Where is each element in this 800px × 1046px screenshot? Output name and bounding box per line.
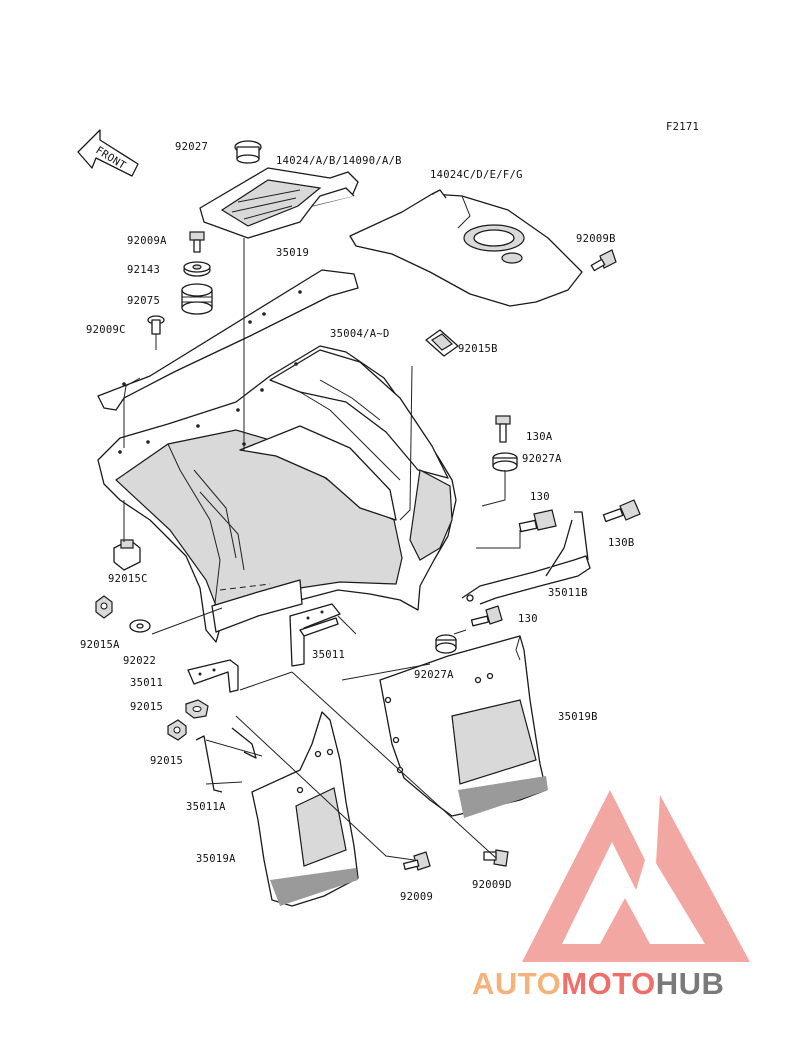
label-92009d: 92009D bbox=[472, 879, 512, 891]
cap-92027-part bbox=[234, 140, 262, 164]
label-14024: 14024/A/B/14090/A/B bbox=[276, 155, 402, 167]
watermark-auto: AUTO bbox=[472, 966, 561, 1001]
mudflap-35019b-part bbox=[379, 635, 548, 818]
front-direction-arrow: FRONT bbox=[77, 129, 139, 177]
bolt-92009a-part bbox=[189, 231, 205, 253]
right-cover-14024c-part bbox=[349, 189, 583, 307]
label-92027a: 92027A bbox=[414, 669, 454, 681]
leader-lines bbox=[123, 238, 521, 861]
label-35011: 35011 bbox=[312, 649, 345, 661]
screw-92009b-part bbox=[590, 249, 617, 272]
nut-92015b-part bbox=[425, 329, 459, 357]
figure-code: F2171 bbox=[666, 121, 699, 133]
bolt-130a-part bbox=[495, 415, 511, 443]
label-92015b: 92015B bbox=[458, 343, 498, 355]
nut-92015-second-part bbox=[167, 719, 187, 741]
bolt-130-part bbox=[518, 509, 557, 533]
screw-92009c-part bbox=[147, 315, 165, 335]
bracket-35011b-part bbox=[461, 511, 591, 605]
bracket-35019-part bbox=[97, 269, 359, 411]
label-130-second: 130 bbox=[518, 613, 538, 625]
washer-92027a-top-part bbox=[492, 452, 518, 472]
label-92143: 92143 bbox=[127, 264, 160, 276]
label-35019b: 35019B bbox=[558, 711, 598, 723]
screw-92009-part bbox=[403, 851, 431, 871]
label-92009c: 92009C bbox=[86, 324, 126, 336]
label-92015c: 92015C bbox=[108, 573, 148, 585]
washer-92143-part bbox=[183, 261, 211, 277]
part-labels: F2171 92027 14024/A/B/14090/A/B 14024C/D… bbox=[80, 121, 699, 903]
label-92015-second: 92015 bbox=[150, 755, 183, 767]
label-35011b: 35011B bbox=[548, 587, 588, 599]
watermark-hub: HUB bbox=[656, 966, 725, 1001]
automotohub-logo-mark bbox=[522, 790, 750, 962]
label-92027a-top: 92027A bbox=[522, 453, 562, 465]
label-35004: 35004/A~D bbox=[330, 328, 390, 340]
label-92009: 92009 bbox=[400, 891, 433, 903]
svg-text:AUTOMOTOHUB: AUTOMOTOHUB bbox=[472, 966, 724, 1001]
label-92022: 92022 bbox=[123, 655, 156, 667]
label-92027: 92027 bbox=[175, 141, 208, 153]
nut-92015-part bbox=[185, 699, 209, 719]
label-130a: 130A bbox=[526, 431, 553, 443]
bracket-35011-part bbox=[289, 603, 341, 667]
washer-92027a-part bbox=[435, 634, 457, 654]
automotohub-watermark: AUTOMOTOHUB bbox=[472, 966, 724, 1001]
label-130b: 130B bbox=[608, 537, 635, 549]
mudflap-35019a-part bbox=[251, 711, 359, 907]
bracket-35011-left-part bbox=[187, 659, 239, 693]
watermark-moto: MOTO bbox=[561, 966, 655, 1001]
label-35011a: 35011A bbox=[186, 801, 226, 813]
washer-92022-part bbox=[129, 619, 151, 633]
nut-92015a-part bbox=[95, 595, 113, 619]
bolt-130b-part bbox=[602, 499, 641, 523]
label-92009a: 92009A bbox=[127, 235, 167, 247]
screw-92009d-part bbox=[483, 849, 509, 867]
label-92009b: 92009B bbox=[576, 233, 616, 245]
label-92015: 92015 bbox=[130, 701, 163, 713]
label-35019a: 35019A bbox=[196, 853, 236, 865]
bolt-130-second-part bbox=[470, 605, 503, 627]
bracket-35011a-part bbox=[195, 727, 263, 793]
label-92075: 92075 bbox=[127, 295, 160, 307]
label-130: 130 bbox=[530, 491, 550, 503]
nut-92015c-part bbox=[113, 539, 141, 571]
label-14024c: 14024C/D/E/F/G bbox=[430, 169, 523, 181]
grommet-92075-part bbox=[181, 283, 213, 315]
label-92015a: 92015A bbox=[80, 639, 120, 651]
label-35019: 35019 bbox=[276, 247, 309, 259]
label-35011-left: 35011 bbox=[130, 677, 163, 689]
rear-fender-35004-part bbox=[97, 345, 457, 643]
top-cover-14024-part bbox=[199, 167, 359, 239]
